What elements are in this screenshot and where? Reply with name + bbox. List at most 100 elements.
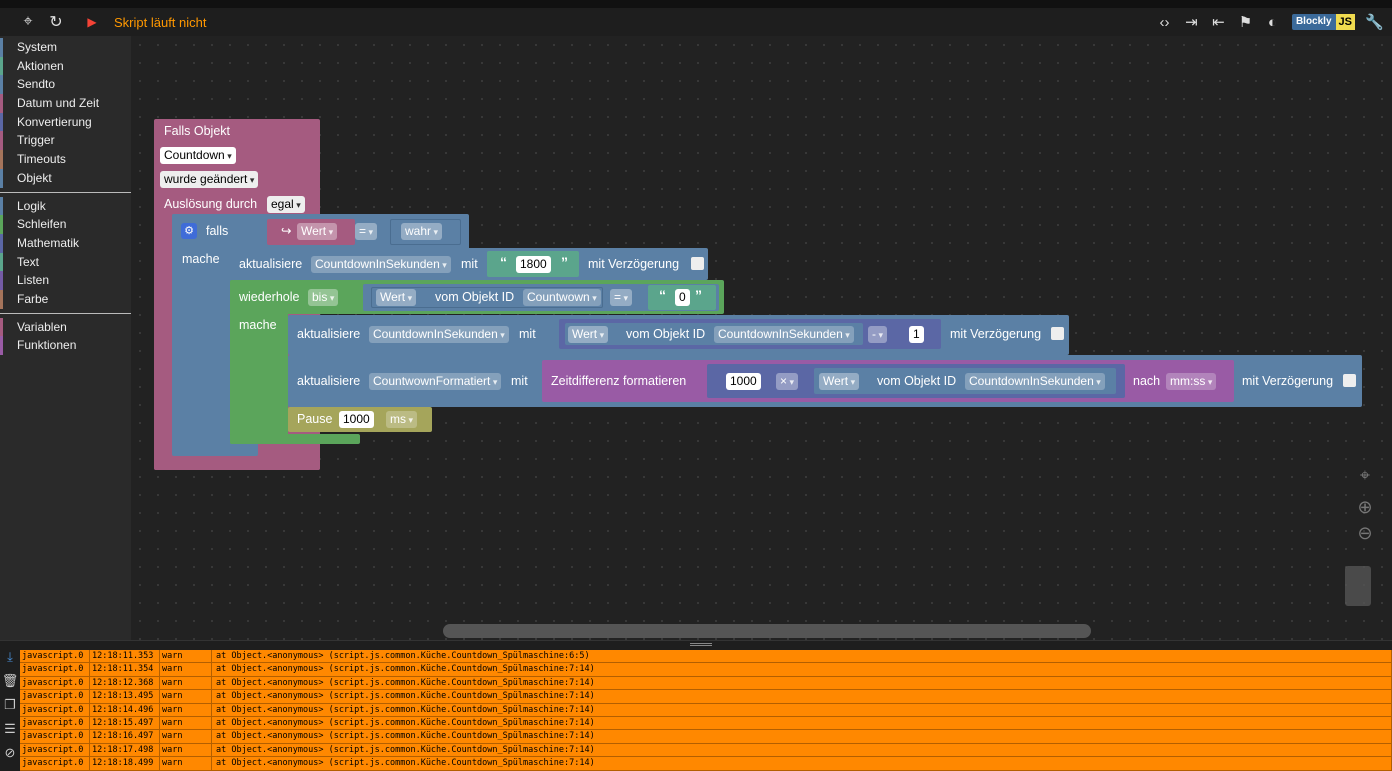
toolbox-category-datum-und-zeit[interactable]: Datum und Zeit [0, 94, 131, 113]
scroll-down-icon[interactable]: ⤓ [7, 649, 13, 664]
repeat-object-field[interactable]: Countwown [523, 289, 601, 306]
log-level: warn [160, 690, 212, 703]
code-icon[interactable]: ‹› [1159, 13, 1170, 31]
trash-icon[interactable] [1345, 566, 1371, 606]
timediff-object-field[interactable]: CountdownInSekunden [965, 373, 1105, 390]
quote-close-icon: ” [561, 254, 568, 270]
flag-icon[interactable]: ⚑ [1238, 14, 1253, 31]
locate-icon[interactable]: ⌖ [23, 13, 33, 30]
timediff-num-field[interactable]: 1000 [726, 373, 761, 390]
after-label: nach [1133, 374, 1161, 388]
cond-value-dropdown[interactable]: Wert [297, 223, 338, 240]
repeat-value-dropdown[interactable]: Wert [376, 289, 417, 306]
update-label-2: aktualisiere [297, 327, 361, 341]
delay-checkbox-3[interactable] [1343, 374, 1356, 387]
toolbox-category-mathematik[interactable]: Mathematik [0, 233, 131, 253]
toolbox-category-sendto[interactable]: Sendto [0, 75, 131, 95]
log-msg: at Object.<anonymous> (script.js.common.… [212, 703, 1392, 716]
pause-label: Pause [297, 412, 333, 426]
update2-op-dropdown[interactable]: - [868, 326, 888, 343]
wrench-icon[interactable]: 🔧 [1365, 14, 1384, 31]
toolbox-category-trigger[interactable]: Trigger [0, 131, 131, 151]
log-msg: at Object.<anonymous> (script.js.common.… [212, 690, 1392, 703]
delay-checkbox-2[interactable] [1051, 327, 1064, 340]
trigger-cause-label: Auslösung durch [164, 197, 258, 211]
update2-var-dropdown[interactable]: CountdownInSekunden [369, 326, 509, 343]
update1-value-field[interactable]: 1800 [516, 256, 551, 273]
cond-bool-dropdown[interactable]: wahr [401, 223, 443, 240]
update2-num-field[interactable]: 1 [909, 326, 924, 343]
log-src: javascript.0 [20, 690, 90, 703]
play-icon[interactable]: ▶ [87, 15, 97, 29]
timediff-value-dropdown[interactable]: Wert [819, 373, 860, 390]
blockly-workspace[interactable]: Falls Objekt Countdown wurde geändert Au… [131, 36, 1392, 640]
clear-log-icon[interactable]: 🗑 [1, 673, 19, 688]
timediff-label: Zeitdifferenz formatieren [551, 374, 687, 388]
copy-icon[interactable]: ❐ [4, 697, 16, 712]
toolbox-category-variablen[interactable]: Variablen [0, 317, 131, 337]
log-time: 12:18:16.497 [90, 730, 160, 743]
update3-var-dropdown[interactable]: CountwownFormatiert [369, 373, 502, 390]
update2-value-dropdown[interactable]: Wert [568, 326, 609, 343]
do-label: mache [182, 252, 220, 266]
repeat-mode-dropdown[interactable]: bis [308, 289, 339, 306]
log-time: 12:18:14.496 [90, 703, 160, 716]
update1-var-dropdown[interactable]: CountdownInSekunden [311, 256, 451, 273]
toolbox-category-schleifen[interactable]: Schleifen [0, 215, 131, 234]
repeat-value-field[interactable]: 0 [675, 289, 690, 306]
toolbox-category-konvertierung[interactable]: Konvertierung [0, 112, 131, 132]
trigger-object-field[interactable]: Countdown [160, 147, 236, 164]
update2-object-field[interactable]: CountdownInSekunden [714, 326, 854, 343]
quote-close-icon: ” [695, 287, 702, 303]
timediff-op-dropdown[interactable]: × [776, 373, 799, 390]
theme-icon[interactable]: ◐ [1267, 13, 1277, 31]
toolbox-separator [0, 312, 131, 314]
if-label: falls [206, 224, 229, 238]
zoom-out-icon[interactable]: ⊖ [1357, 523, 1373, 543]
toolbox-category-timeouts[interactable]: Timeouts [0, 150, 131, 169]
repeat-op-dropdown[interactable]: = [610, 289, 633, 306]
log-time: 12:18:18.499 [90, 757, 160, 770]
hide-icon[interactable]: ⊘ [4, 745, 16, 760]
trigger-mode-dropdown[interactable]: wurde geändert [160, 171, 259, 188]
resize-handle[interactable] [690, 643, 712, 646]
horizontal-scrollbar[interactable] [443, 624, 1091, 638]
toolbox-category-system[interactable]: System [0, 38, 131, 57]
log-src: javascript.0 [20, 663, 90, 676]
recenter-icon[interactable]: ⌖ [1359, 465, 1371, 485]
log-msg: at Object.<anonymous> (script.js.common.… [212, 757, 1392, 770]
gear-icon[interactable]: ⚙ [181, 223, 197, 239]
log-toolbar: ⤓ 🗑 ❐ ☰ ⊘ [0, 649, 20, 771]
with-label-1: mit [461, 257, 478, 271]
with-label-3: mit [511, 374, 528, 388]
repeat-block-footer [230, 434, 360, 444]
log-time: 12:18:12.368 [90, 676, 160, 690]
toolbox-category-aktionen[interactable]: Aktionen [0, 56, 131, 76]
export-icon[interactable]: ⇥ [1185, 14, 1198, 31]
toolbox-category-farbe[interactable]: Farbe [0, 289, 131, 309]
cond-op-dropdown[interactable]: = [355, 223, 378, 240]
timediff-from-object-label: vom Objekt ID [877, 374, 957, 388]
zoom-in-icon[interactable]: ⊕ [1357, 497, 1373, 517]
format-dropdown[interactable]: mm:ss [1166, 373, 1217, 390]
toolbox-category-listen[interactable]: Listen [0, 271, 131, 290]
toolbox-category-text[interactable]: Text [0, 252, 131, 272]
reload-icon[interactable]: ↻ [49, 14, 63, 31]
filter-icon[interactable]: ☰ [4, 721, 16, 736]
import-icon[interactable]: ⇤ [1212, 14, 1225, 31]
toolbox-category-objekt[interactable]: Objekt [0, 168, 131, 188]
trigger-cause-dropdown[interactable]: egal [267, 196, 305, 213]
toolbox-category-logik[interactable]: Logik [0, 196, 131, 216]
log-msg: at Object.<anonymous> (script.js.common.… [212, 716, 1392, 730]
blockly-js-toggle[interactable]: Blockly JS [1291, 14, 1355, 30]
delay-checkbox-1[interactable] [691, 257, 704, 270]
toolbox-category-funktionen[interactable]: Funktionen [0, 336, 131, 355]
pause-value-field[interactable]: 1000 [339, 411, 374, 428]
pause-unit-dropdown[interactable]: ms [386, 411, 418, 428]
